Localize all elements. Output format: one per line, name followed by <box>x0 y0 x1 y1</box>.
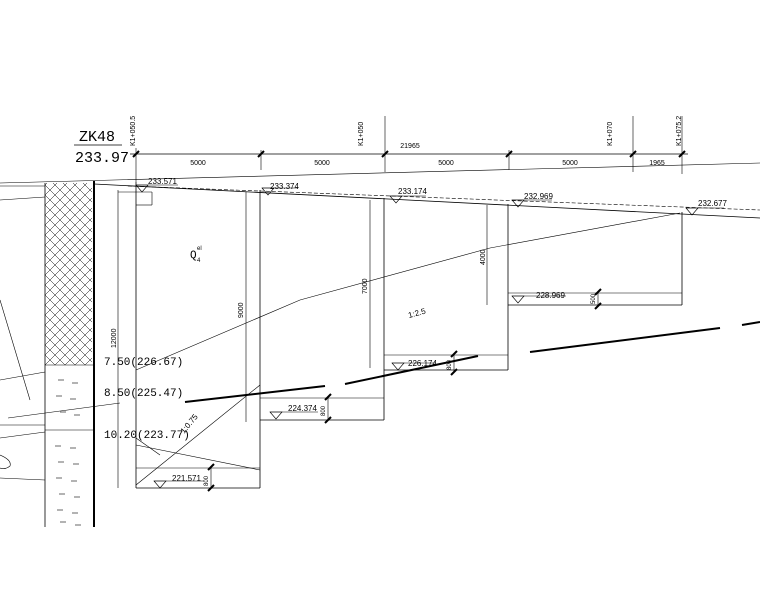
dimension-segment: 5000 <box>314 160 330 167</box>
bench-depth: 9000 <box>238 302 245 318</box>
stratum-boundary <box>184 321 760 403</box>
soil-label-sup: el <box>197 246 202 252</box>
borehole-layer-label: 10.20(223.77) <box>104 430 190 442</box>
borehole-layer-label: 7.50(226.67) <box>104 357 183 369</box>
elevation-label: 233.571 <box>148 177 177 186</box>
top-elevation-markers: 233.571 233.374 233.174 232.969 232.677 <box>135 177 727 216</box>
station-labels: K1+050.5 K1+050 K1+070 K1+075.2 <box>130 116 683 146</box>
dimension-segment: 5000 <box>562 160 578 167</box>
excavation-outline <box>117 182 683 489</box>
elevation-label: 233.174 <box>398 187 427 196</box>
bench-depth: 4000 <box>480 249 487 265</box>
slope-ratio-labels: 1:2.5 1:0.75 <box>179 306 428 435</box>
elevation-label: 221.571 <box>172 474 201 483</box>
elevation-label: 226.174 <box>408 359 437 368</box>
borehole-fill-lower <box>55 379 81 526</box>
borehole-depth: 12000 <box>111 328 118 348</box>
station-label: K1+070 <box>607 122 614 146</box>
soil-label-sub: 4 <box>197 258 201 264</box>
borehole-zk48: ZK48 233.97 7.50(226.67) 8.50(225.47) 10… <box>44 129 190 527</box>
station-label: K1+050 <box>358 122 365 146</box>
depth-labels: 12000 9000 7000 4000 <box>111 249 487 348</box>
elevation-label: 233.374 <box>270 182 299 191</box>
slope-lines <box>7 212 681 486</box>
step-height: 800 <box>204 475 210 486</box>
elevation-label: 232.969 <box>524 192 553 201</box>
step-dimensions: 500 800 800 800 <box>204 288 602 492</box>
station-label: K1+075.2 <box>676 116 683 146</box>
dimension-segment: 1965 <box>649 160 665 167</box>
elevation-label: 232.677 <box>698 199 727 208</box>
step-height: 800 <box>321 405 327 416</box>
borehole-layer-label: 8.50(225.47) <box>104 388 183 400</box>
step-height: 800 <box>447 359 453 370</box>
ground-surface <box>0 162 760 219</box>
svg-text:Q: Q <box>190 250 197 262</box>
soil-type-label: Q 4 el <box>190 246 202 264</box>
borehole-fill-upper <box>45 183 92 365</box>
dimension-line: 21965 5000 5000 5000 5000 1965 <box>130 116 688 182</box>
dimension-total: 21965 <box>400 143 420 150</box>
borehole-elevation: 233.97 <box>75 150 129 167</box>
soil-label-main: Q <box>190 250 197 262</box>
borehole-id: ZK48 <box>79 129 115 146</box>
dimension-segment: 5000 <box>190 160 206 167</box>
step-height: 500 <box>591 293 597 304</box>
elevation-label: 224.374 <box>288 404 317 413</box>
bench-elevation-markers: 228.969 226.174 224.374 221.571 <box>153 291 566 489</box>
bench-depth: 7000 <box>362 278 369 294</box>
left-geology-lines <box>0 185 46 481</box>
dimension-segment: 5000 <box>438 160 454 167</box>
slope-ratio: 1:2.5 <box>407 306 427 319</box>
station-label: K1+050.5 <box>130 116 137 146</box>
elevation-label: 228.969 <box>536 291 565 300</box>
